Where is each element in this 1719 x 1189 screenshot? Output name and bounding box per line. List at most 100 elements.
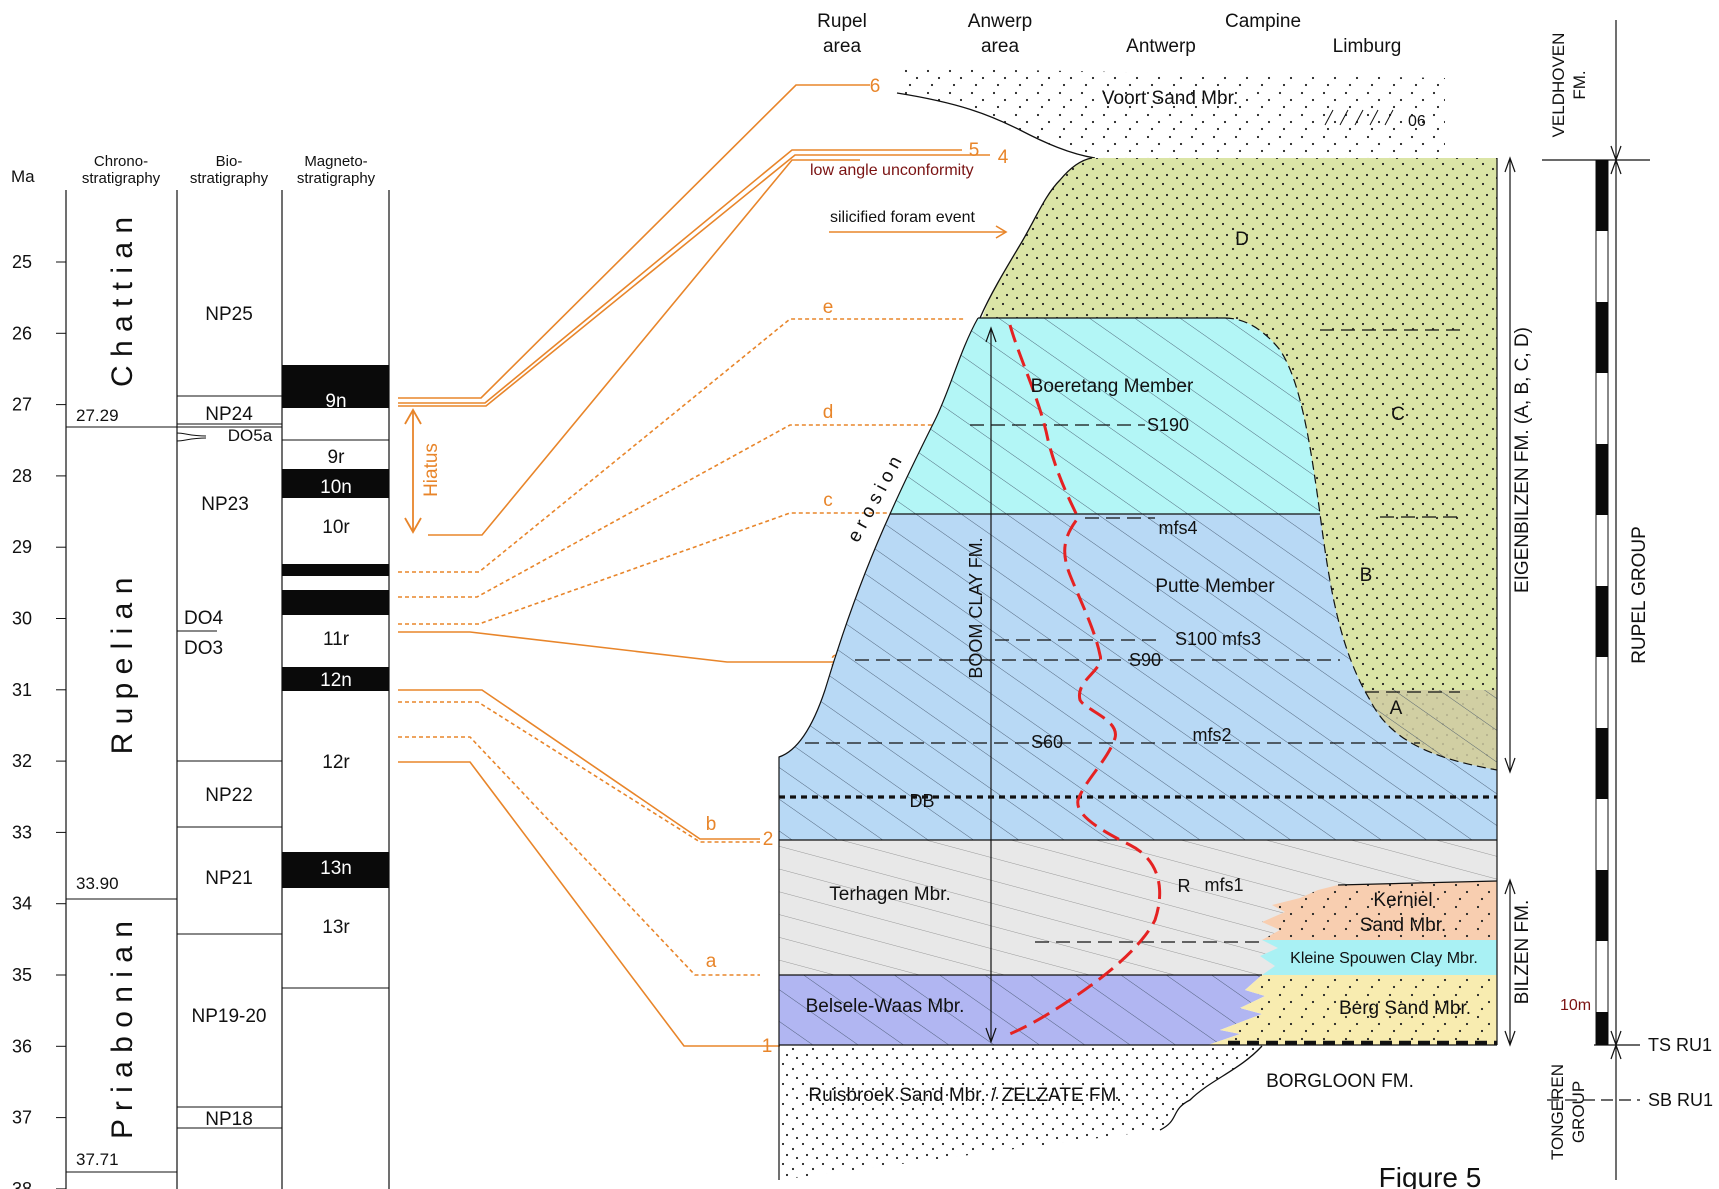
- ruisbroek-sand: [779, 1046, 1262, 1180]
- stage-priabonian: P r i a b o n i a n: [106, 921, 139, 1139]
- voort-base-line: [896, 92, 1096, 159]
- chron-13n: 13n: [320, 858, 352, 879]
- chron-10n: 10n: [320, 477, 352, 498]
- s190-label: S190: [1147, 415, 1189, 435]
- eig-c-label: C: [1391, 404, 1405, 425]
- ts-label: TS RU1: [1648, 1035, 1712, 1055]
- veldhoven-label-2: FM.: [1570, 70, 1589, 99]
- bio-do4: DO4: [184, 608, 224, 629]
- belsele-label: Belsele-Waas Mbr.: [806, 996, 965, 1017]
- bio-np21: NP21: [205, 868, 253, 889]
- kleine-label: Kleine Spouwen Clay Mbr.: [1290, 950, 1478, 967]
- voort-hatch-marks: [1324, 109, 1394, 126]
- scale-segment: [1596, 302, 1608, 373]
- s90-label: S90: [1129, 650, 1161, 670]
- chron-10r: 10r: [322, 517, 350, 538]
- corr-line-a: [398, 736, 760, 976]
- hiatus-arrow-head-bottom: [404, 517, 422, 534]
- corr-line-4a: [398, 154, 990, 407]
- kleine-spouwen-clay: [1260, 940, 1497, 975]
- cross-section: Voort Sand Mbr. 06 Boeretang Member Putt…: [778, 68, 1498, 1180]
- bio-np23: NP23: [201, 494, 249, 515]
- corr-line-b2: [398, 701, 760, 843]
- bio-np25: NP25: [205, 304, 253, 325]
- right-labels: EIGENBILZEN FM. (A, B, C, D) BILZEN FM. …: [1504, 20, 1713, 1180]
- berg-dots: [1208, 975, 1497, 1045]
- chron-13n-bar: [282, 852, 389, 888]
- veldhoven-label-1: VELDHOVEN: [1549, 33, 1568, 138]
- bio-line-do5a-a: [176, 432, 207, 437]
- eigenbilzen-label: EIGENBILZEN FM. (A, B, C, D): [1512, 327, 1533, 593]
- boeretang-label: Boeretang Member: [1031, 376, 1194, 397]
- scale-segment: [1596, 870, 1608, 941]
- eigenbilzen-a-hatch: [1355, 690, 1497, 770]
- ma-tick-label-32: 32: [12, 751, 32, 771]
- eigenbilzen-arrow-top: [1504, 156, 1516, 173]
- chron-12n-bar: [282, 667, 389, 691]
- dashed-surfaces: [805, 329, 1460, 943]
- magneto-header-1: Magneto-: [304, 153, 367, 170]
- scale-segment: [1596, 160, 1608, 231]
- marker-6: 6: [870, 76, 881, 97]
- eig-d-label: D: [1235, 229, 1249, 250]
- scale-segment: [1596, 728, 1608, 799]
- silicified-label: silicified foram event: [830, 209, 976, 226]
- tongeren-label-2: GROUP: [1569, 1081, 1588, 1143]
- red-curve: [1004, 324, 1162, 1038]
- bio-np24: NP24: [205, 404, 253, 425]
- voort-code: 06: [1408, 113, 1426, 130]
- area-rupel-2: area: [823, 36, 861, 57]
- bilzen-arrow-bottom: [1504, 1030, 1516, 1047]
- kerniel-dots: [1262, 881, 1497, 940]
- ma-tick-label-33: 33: [12, 822, 32, 842]
- chrono-age-3390: 33.90: [76, 874, 119, 893]
- figure-label: Figure 5: [1379, 1162, 1482, 1189]
- putte-label: Putte Member: [1155, 576, 1275, 597]
- mfs1-label: mfs1: [1204, 875, 1243, 895]
- putte-hatch: [779, 514, 1497, 840]
- ma-tick-label-31: 31: [12, 680, 32, 700]
- ma-tick-label-35: 35: [12, 965, 32, 985]
- corr-line-1: [398, 761, 780, 1047]
- berg-label: Berg Sand Mbr.: [1339, 998, 1471, 1019]
- s60-label: S60: [1031, 732, 1063, 752]
- chrono-age-2729: 27.29: [76, 406, 119, 425]
- belsele-hatch: [779, 975, 1265, 1045]
- marker-a: a: [706, 951, 717, 972]
- chron-9n-bar: [282, 365, 389, 408]
- chron-11n-bar-b: [282, 590, 389, 615]
- borgloon-label: BORGLOON FM.: [1266, 1071, 1414, 1092]
- ruisbroek-label: Ruisbroek Sand Mbr. / ZELZATE FM.: [808, 1085, 1121, 1106]
- ma-tick-label-38: 38: [12, 1179, 32, 1189]
- ma-label: Ma: [11, 167, 35, 186]
- marker-2: 2: [763, 829, 774, 850]
- chron-9r: 9r: [328, 447, 346, 468]
- voort-label: Voort Sand Mbr.: [1102, 88, 1238, 109]
- eig-b-label: B: [1360, 565, 1373, 586]
- bio-do3: DO3: [184, 638, 223, 659]
- mfs4-label: mfs4: [1158, 518, 1197, 538]
- area-anwerp-1: Anwerp: [968, 11, 1032, 32]
- bio-np1920: NP19-20: [192, 1006, 267, 1027]
- boundary-lines: [778, 158, 1498, 1180]
- eigenbilzen-outline: [979, 157, 1093, 319]
- kerniel-label-2: Sand Mbr.: [1360, 915, 1447, 936]
- voort-sand: [895, 68, 1445, 158]
- area-headers: Rupel area Anwerp area Campine Antwerp L…: [817, 11, 1401, 57]
- marker-1: 1: [762, 1036, 773, 1057]
- rupel-group-arrow-top: [1610, 158, 1622, 175]
- corr-line-3: [398, 631, 844, 663]
- corr-line-b1: [398, 689, 760, 840]
- area-antwerp: Antwerp: [1126, 36, 1196, 57]
- chrono-age-3771: 37.71: [76, 1150, 119, 1169]
- ruisbroek-outline: [1159, 1045, 1263, 1131]
- chron-11r: 11r: [323, 629, 350, 650]
- chrono-header-1: Chrono-: [94, 153, 148, 170]
- sb-label: SB RU1: [1648, 1090, 1713, 1110]
- scale-bar-segments: [1596, 160, 1608, 1045]
- marker-e: e: [823, 297, 834, 318]
- corr-line-4b: [428, 159, 860, 536]
- ma-tick-label-30: 30: [12, 609, 32, 629]
- boeretang-hatch: [890, 318, 1320, 514]
